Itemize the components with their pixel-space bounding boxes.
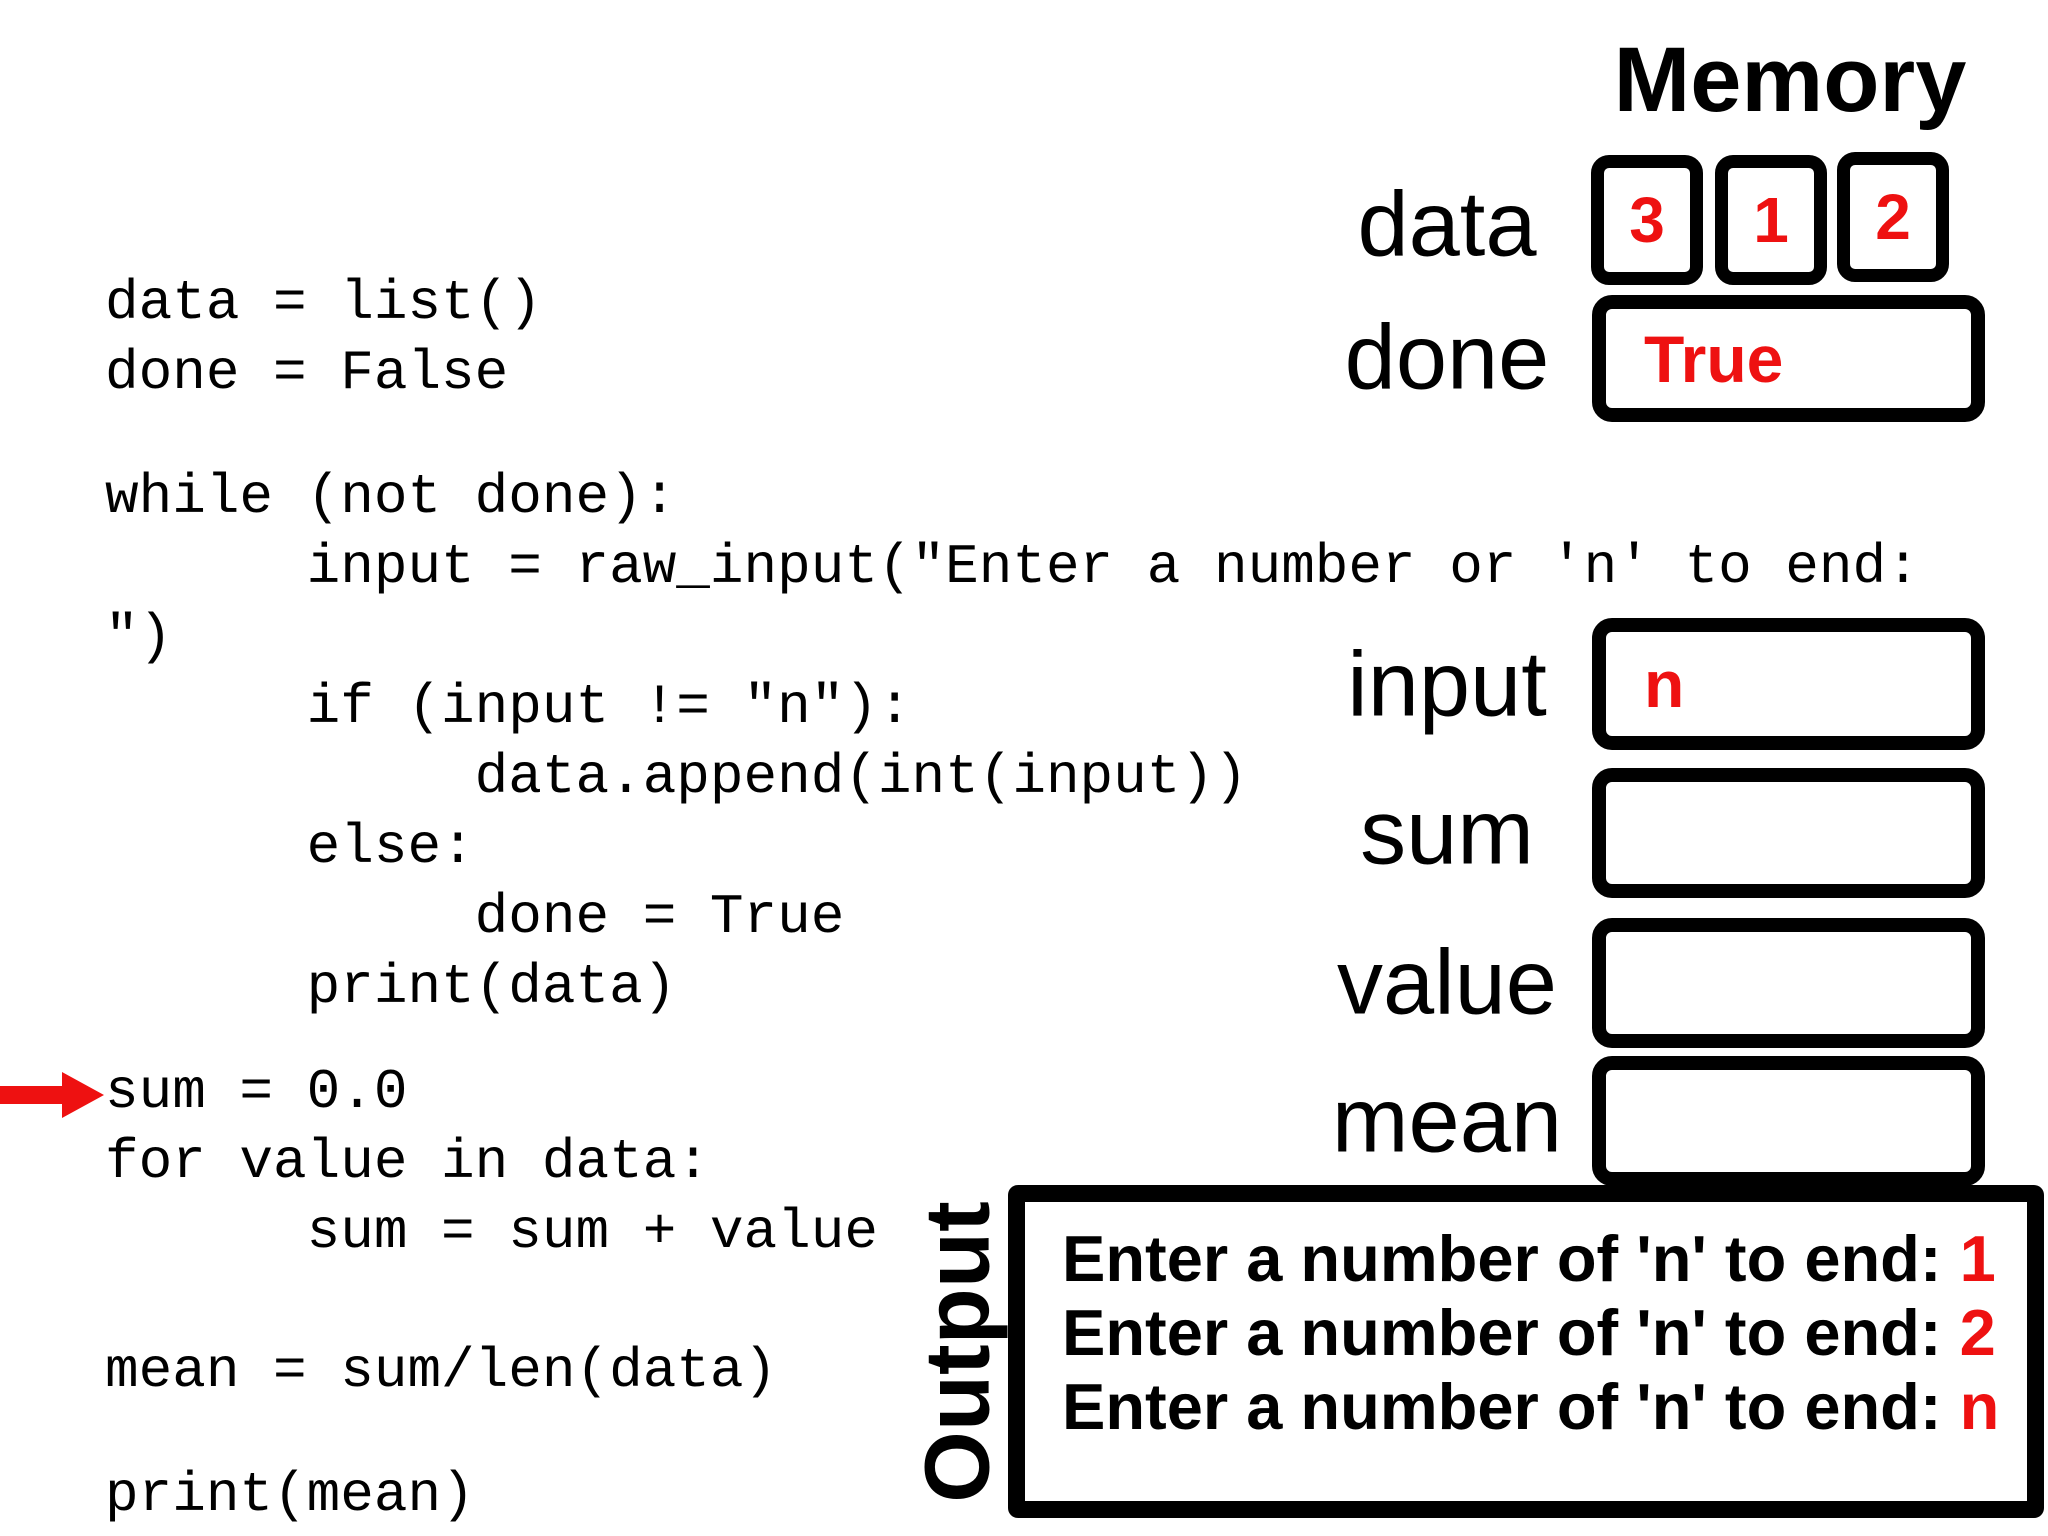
- variable-label-data: data: [1357, 173, 1537, 276]
- output-panel-title: Output: [906, 1201, 1009, 1503]
- code-block-mean: mean = sum/len(data): [105, 1339, 778, 1403]
- memory-box-value-var: [1592, 918, 1985, 1048]
- console-line: Enter a number of 'n' to end: n: [1062, 1370, 2027, 1444]
- console-line: Enter a number of 'n' to end: 2: [1062, 1296, 2027, 1370]
- code-block-while-loop: while (not done): input = raw_input("Ent…: [105, 465, 1920, 1019]
- variable-label-sum: sum: [1360, 781, 1534, 884]
- console-prompt: Enter a number of 'n' to end:: [1062, 1296, 1960, 1369]
- console-line: Enter a number of 'n' to end: 1: [1062, 1222, 2027, 1296]
- variable-label-value: value: [1337, 931, 1557, 1034]
- memory-box-value: n: [1644, 647, 1685, 721]
- variable-label-mean: mean: [1331, 1069, 1563, 1172]
- console-entered-value: 2: [1959, 1296, 1996, 1369]
- memory-cell-value: 1: [1753, 184, 1789, 256]
- memory-cell-data-2: 2: [1837, 152, 1949, 282]
- variable-label-done: done: [1344, 306, 1550, 409]
- memory-box-sum: [1592, 768, 1985, 898]
- memory-panel-title: Memory: [1613, 29, 1967, 131]
- memory-cell-value: 2: [1875, 181, 1911, 253]
- code-block-sum-loop: sum = 0.0 for value in data: sum = sum +…: [105, 1060, 878, 1264]
- output-console: Enter a number of 'n' to end: 1 Enter a …: [1008, 1185, 2044, 1518]
- console-entered-value: 1: [1959, 1222, 1996, 1295]
- memory-cell-data-0: 3: [1591, 155, 1703, 285]
- memory-cell-value: 3: [1629, 184, 1665, 256]
- console-prompt: Enter a number of 'n' to end:: [1062, 1370, 1960, 1443]
- console-entered-value: n: [1959, 1370, 2000, 1443]
- memory-box-input: n: [1592, 618, 1985, 750]
- memory-cell-data-1: 1: [1715, 155, 1827, 285]
- memory-box-mean: [1592, 1056, 1985, 1186]
- execution-pointer-arrow-icon: [0, 1072, 104, 1118]
- memory-box-done: True: [1592, 295, 1985, 422]
- console-prompt: Enter a number of 'n' to end:: [1062, 1222, 1960, 1295]
- code-block-print-mean: print(mean): [105, 1463, 475, 1527]
- memory-box-value: True: [1644, 321, 1784, 396]
- code-block-init: data = list() done = False: [105, 271, 542, 405]
- variable-label-input: input: [1347, 633, 1547, 736]
